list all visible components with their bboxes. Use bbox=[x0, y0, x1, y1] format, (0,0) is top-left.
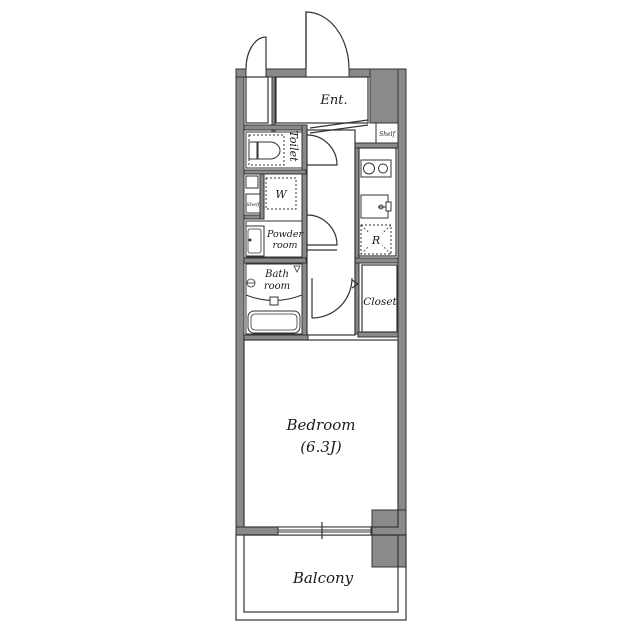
doors bbox=[245, 11, 360, 319]
toilet-room: Toilet bbox=[245, 130, 303, 169]
shelf-right-label: Shelf bbox=[379, 131, 396, 138]
closet-label: Closet bbox=[363, 296, 397, 308]
bath-room-label-2: room bbox=[264, 281, 290, 292]
balcony-sliding-window bbox=[277, 522, 372, 539]
faucet-icon bbox=[248, 238, 252, 242]
powder-room: Powder room bbox=[245, 220, 305, 258]
toilet-floor-dashed bbox=[248, 134, 285, 166]
burner-2-icon bbox=[378, 163, 388, 174]
shelf-right: Shelf bbox=[375, 122, 399, 144]
drain-triangle-icon bbox=[293, 265, 301, 273]
shelf-left-label: Shelf bbox=[246, 202, 260, 208]
washbasin-icon bbox=[245, 225, 265, 257]
toilet-label: Toilet bbox=[287, 130, 300, 162]
burner-1-icon bbox=[363, 162, 375, 175]
bathtub-icon bbox=[247, 310, 301, 334]
toilet-bowl-icon bbox=[257, 141, 281, 160]
powder-room-label-1: Powder bbox=[266, 229, 305, 240]
washer-label: W bbox=[275, 188, 288, 201]
bath-room-label-1: Bath bbox=[264, 269, 289, 280]
entrance-label: Ent. bbox=[319, 93, 347, 108]
refrigerator-space: R bbox=[360, 224, 392, 255]
refrigerator-label: R bbox=[371, 234, 380, 247]
bedroom-size-label: (6.3J) bbox=[300, 438, 342, 456]
powder-room-label-2: room bbox=[273, 240, 298, 251]
washer-space: W Shelf bbox=[245, 175, 297, 214]
toilet-tank-icon bbox=[248, 141, 258, 160]
bath-room: Bath room bbox=[245, 263, 303, 335]
stove-icon bbox=[360, 159, 392, 178]
balcony-label: Balcony bbox=[292, 569, 354, 587]
kitchen bbox=[360, 159, 392, 219]
bedroom-label: Bedroom bbox=[286, 416, 356, 434]
